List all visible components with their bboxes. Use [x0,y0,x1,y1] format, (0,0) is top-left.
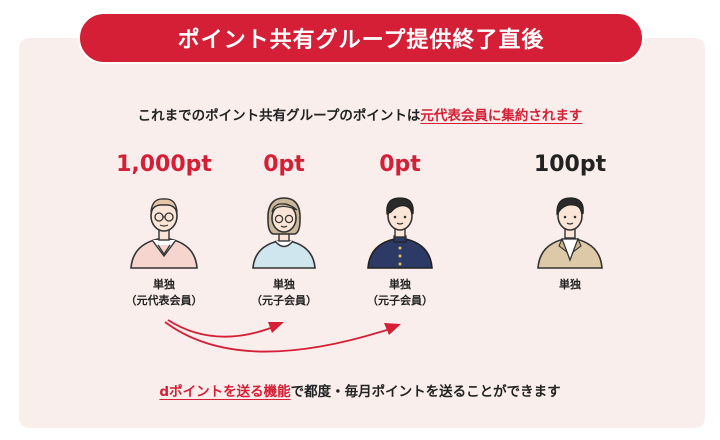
caption-member-2: 単独 （元子会員） [214,277,354,309]
footer-suffix: で都度・毎月ポイントを送ることができます [290,384,561,400]
points-member-2: 0pt [263,152,305,177]
arrow-to-member-2 [167,319,277,338]
points-member-3: 0pt [379,152,421,177]
caption-detail: （元子会員） [367,294,433,307]
caption-detail: （元子会員） [251,294,317,307]
caption-member-3: 単独 （元子会員） [330,277,470,309]
arrowhead-member-2 [268,322,284,333]
points-member-4: 100pt [533,152,607,177]
footer-text: dポイントを送る機能で都度・毎月ポイントを送ることができます [0,380,720,400]
arrow-to-member-3 [164,321,394,353]
avatar-standalone-member [537,197,603,269]
description-highlight: 元代表会員に集約されます [420,108,583,124]
send-points-link[interactable]: dポイントを送る機能 [159,384,291,400]
description-text: これまでのポイント共有グループのポイントは元代表会員に集約されます [0,104,720,124]
caption-role: 単独 [559,278,581,291]
caption-role: 単独 [389,278,411,291]
caption-member-1: 単独 （元代表会員） [94,277,234,309]
arrowhead-member-3 [384,323,401,335]
caption-role: 単独 [153,278,175,291]
caption-detail: （元代表会員） [125,294,203,307]
caption-member-4: 単独 [500,277,640,293]
header-banner: ポイント共有グループ提供終了直後 [78,12,644,64]
avatar-former-child-member-2 [367,197,433,269]
avatar-former-representative [130,198,198,269]
description-prefix: これまでのポイント共有グループのポイントは [137,108,421,124]
banner-title: ポイント共有グループ提供終了直後 [177,28,545,53]
caption-role: 単独 [273,278,295,291]
points-member-1: 1,000pt [116,152,212,177]
avatar-former-child-member-1 [252,197,316,269]
content-panel [19,38,705,428]
